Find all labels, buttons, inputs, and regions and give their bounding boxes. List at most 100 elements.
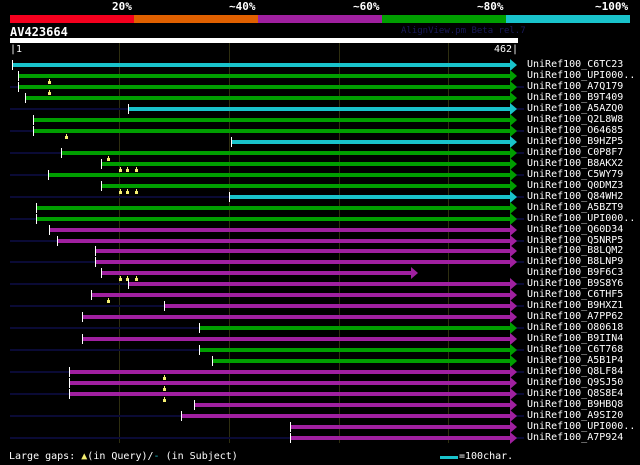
hit-bar[interactable]	[81, 315, 510, 320]
hit-bar[interactable]	[17, 84, 510, 89]
hit-bar[interactable]	[68, 381, 510, 386]
hit-label[interactable]: UniRef100_UPI000..	[527, 421, 636, 432]
hit-label[interactable]: UniRef100_Q8S8E4	[527, 388, 624, 400]
hit-bar[interactable]	[101, 183, 510, 188]
hit-label[interactable]: UniRef100_Q0DMZ3	[527, 179, 624, 191]
hit-label[interactable]: UniRef100_A7PP62	[527, 311, 624, 323]
hit-bar[interactable]	[94, 249, 510, 254]
hit-label[interactable]: UniRef100_B9HBQ8	[527, 399, 624, 411]
query-gap-icon	[163, 397, 166, 403]
hit-label[interactable]: UniRef100_B9IIN4	[527, 333, 624, 345]
hit-bar[interactable]	[12, 63, 510, 67]
hit-end-arrow-icon	[510, 311, 517, 324]
unaligned-query-line	[516, 393, 524, 396]
hit-bar[interactable]	[56, 238, 510, 243]
unaligned-query-line	[516, 173, 524, 176]
ruler-start: |1	[10, 44, 23, 55]
unaligned-query-line	[516, 239, 524, 242]
percent-label-40: ~40%	[229, 0, 256, 13]
hit-label[interactable]: UniRef100_A5B1P4	[527, 355, 624, 367]
hit-bar[interactable]	[68, 392, 510, 397]
hit-label[interactable]: UniRef100_B8AKX2	[527, 157, 624, 169]
hit-label[interactable]: UniRef100_B9HZP5	[527, 135, 624, 147]
hit-bar[interactable]	[47, 172, 510, 177]
query-gap-icon	[106, 155, 110, 161]
hit-label[interactable]: UniRef100_O80618	[527, 322, 624, 334]
hit-bar[interactable]	[17, 73, 510, 78]
hit-label[interactable]: UniRef100_B9F6C3	[527, 267, 624, 279]
query-gap-icon	[48, 89, 52, 95]
hit-label[interactable]: UniRef100_Q5NRP5	[527, 234, 624, 246]
hit-label[interactable]: UniRef100_B8LNP9	[527, 256, 624, 268]
hit-label[interactable]: UniRef100_A9SI20	[527, 410, 624, 422]
hit-bar[interactable]	[101, 271, 412, 276]
hit-bar[interactable]	[128, 106, 510, 111]
hit-label[interactable]: UniRef100_Q9SJ50	[527, 377, 624, 389]
hit-label[interactable]: UniRef100_B9HXZ1	[527, 300, 624, 312]
hit-bar[interactable]	[94, 260, 510, 265]
hit-bar[interactable]	[32, 128, 510, 133]
hit-label[interactable]: UniRef100_C0P8F7	[527, 146, 624, 158]
unaligned-query-line	[516, 107, 524, 110]
hit-start-marker	[32, 114, 34, 125]
hit-bar[interactable]	[198, 348, 510, 353]
hit-label[interactable]: UniRef100_B9T409	[527, 91, 624, 103]
hit-bar[interactable]	[164, 304, 510, 309]
unaligned-query-line	[516, 195, 524, 198]
hit-start-marker	[17, 70, 19, 81]
hit-bar[interactable]	[198, 326, 510, 331]
hit-end-arrow-icon	[510, 289, 517, 302]
hit-end-arrow-icon	[510, 59, 517, 71]
query-gap-icon	[163, 386, 166, 392]
hit-bar[interactable]	[229, 194, 510, 199]
gap-legend: Large gaps: ▲(in Query)/- (in Subject)	[9, 451, 238, 462]
hit-bar[interactable]	[36, 216, 510, 221]
hit-label[interactable]: UniRef100_B9S8Y6	[527, 278, 624, 290]
hit-bar[interactable]	[194, 403, 510, 408]
hit-end-arrow-icon	[510, 234, 517, 247]
hit-label[interactable]: UniRef100_Q8LF84	[527, 366, 624, 378]
hit-start-marker	[81, 334, 83, 345]
hit-label[interactable]: UniRef100_UPI000..	[527, 212, 636, 224]
hit-bar[interactable]	[36, 205, 510, 210]
version-text: AlignView.pm Beta rel.7	[401, 26, 526, 36]
hit-bar[interactable]	[91, 293, 510, 298]
hit-label[interactable]: UniRef100_A5BZT9	[527, 201, 624, 213]
hit-label[interactable]: UniRef100_A5AZQ0	[527, 102, 624, 114]
hit-end-arrow-icon	[510, 223, 517, 236]
hit-label[interactable]: UniRef100_B8LQM2	[527, 245, 624, 257]
hit-label[interactable]: UniRef100_Q84WH2	[527, 190, 624, 202]
unaligned-query-line	[10, 239, 57, 242]
hit-label[interactable]: UniRef100_A7P924	[527, 431, 624, 443]
hit-start-marker	[164, 301, 165, 312]
hit-label[interactable]: UniRef100_Q2L8W8	[527, 113, 624, 125]
ruler-end: 462|	[494, 44, 519, 55]
hit-label[interactable]: UniRef100_C5WY79	[527, 168, 624, 180]
hit-start-marker	[32, 125, 34, 136]
hit-bar[interactable]	[25, 95, 510, 100]
hit-label[interactable]: UniRef100_UPI000..	[527, 69, 636, 81]
hit-label[interactable]: UniRef100_C6TC23	[527, 59, 624, 70]
hit-bar[interactable]	[289, 435, 510, 440]
hit-label[interactable]: UniRef100_A7Q179	[527, 80, 624, 92]
hit-bar[interactable]	[231, 139, 510, 144]
hit-label[interactable]: UniRef100_C6THF5	[527, 289, 624, 301]
hit-bar[interactable]	[289, 425, 510, 429]
hit-bar[interactable]	[181, 414, 510, 419]
hit-bar[interactable]	[60, 150, 510, 155]
hit-bar[interactable]	[81, 337, 510, 342]
hit-label[interactable]: UniRef100_C6T768	[527, 344, 624, 356]
hit-bar[interactable]	[128, 282, 510, 287]
hit-bar[interactable]	[49, 227, 510, 232]
hit-label[interactable]: UniRef100_O64685	[527, 124, 624, 136]
hit-bar[interactable]	[211, 359, 510, 364]
hit-bar[interactable]	[32, 117, 510, 122]
query-gap-icon	[65, 133, 69, 139]
hit-bar[interactable]	[101, 161, 510, 166]
hit-label[interactable]: UniRef100_Q60D34	[527, 223, 624, 235]
percent-label-80: ~80%	[477, 0, 504, 13]
legend-query-text: (in Query)/	[87, 451, 154, 462]
hit-bar[interactable]	[68, 370, 510, 375]
hit-end-arrow-icon	[510, 399, 517, 412]
unaligned-query-line	[10, 151, 61, 154]
